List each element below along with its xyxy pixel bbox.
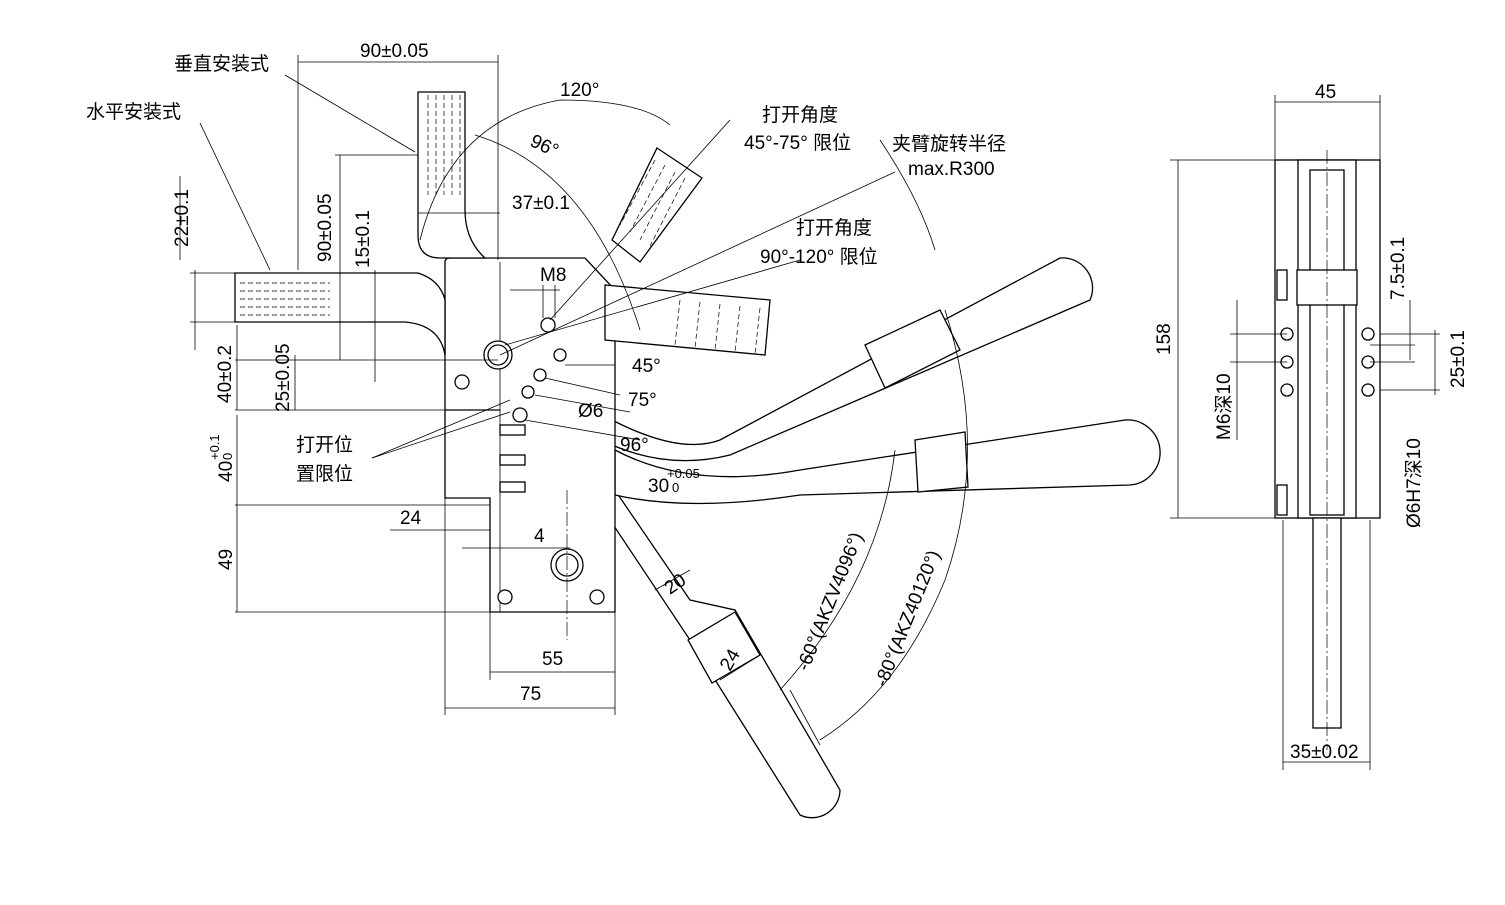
dim-25-005: 25±0.05 xyxy=(273,343,294,412)
dim-90-vert: 90±0.05 xyxy=(315,193,336,262)
label-horizontal-mount: 水平安装式 xyxy=(86,101,181,123)
dim-30-tol-lower: 0 xyxy=(672,480,679,495)
dim-phi6: Ø6 xyxy=(578,401,603,422)
dim-30-main: 30 xyxy=(648,476,669,497)
label-vertical-mount: 垂直安装式 xyxy=(174,53,269,75)
dim-75: 75 xyxy=(520,684,541,705)
dim-40-tol-upper: +0.1 xyxy=(207,434,222,460)
upper-arm xyxy=(611,257,1094,462)
dim-96deg: 96° xyxy=(620,435,649,456)
dim-55: 55 xyxy=(542,649,563,670)
handle-45deg xyxy=(611,147,703,263)
dim-45deg: 45° xyxy=(632,356,661,377)
label-open-position-1: 打开位 xyxy=(296,434,353,456)
side-dimension-lines xyxy=(1170,95,1440,770)
dim-4: 4 xyxy=(534,526,545,547)
label-arm-radius-title: 夹臂旋转半径 xyxy=(892,133,1006,155)
dim-40-main: 40 xyxy=(216,461,237,482)
dim-60-akzv: -60°(AKZV4096°) xyxy=(793,530,868,674)
dim-90-top: 90±0.05 xyxy=(360,41,429,62)
label-open-angle-2-value: 90°-120° 限位 xyxy=(760,246,878,268)
dim-75deg: 75° xyxy=(628,390,657,411)
dim-24-h: 24 xyxy=(400,508,422,529)
label-open-angle-1-title: 打开角度 xyxy=(762,104,838,126)
label-arm-radius-value: max.R300 xyxy=(908,159,995,180)
side-dim-7-5: 7.5±0.1 xyxy=(1388,237,1409,300)
dim-37: 37±0.1 xyxy=(512,193,570,214)
vertical-handle xyxy=(417,91,487,259)
dim-96-arc: 96° xyxy=(527,131,562,162)
dim-30-tol-upper: +0.05 xyxy=(667,466,700,481)
dim-m8: M8 xyxy=(540,265,566,286)
label-open-position-2: 置限位 xyxy=(296,463,353,485)
dim-40-02: 40±0.2 xyxy=(215,345,236,403)
side-dim-phi6h7: Ø6H7深10 xyxy=(1403,438,1425,528)
handle-96deg xyxy=(604,284,771,356)
side-dim-45: 45 xyxy=(1315,82,1336,103)
side-dim-m6: M6深10 xyxy=(1213,373,1235,440)
dim-80-akz: -80°(AKZ40120°) xyxy=(871,547,945,689)
dim-120deg: 120° xyxy=(560,80,599,101)
side-view-body xyxy=(1274,150,1381,750)
front-dimension-lines xyxy=(179,55,968,741)
dim-40-tol-lower: 0 xyxy=(220,453,235,460)
middle-arm xyxy=(614,419,1161,505)
side-dim-25: 25±0.1 xyxy=(1448,330,1469,388)
dim-49: 49 xyxy=(216,549,237,570)
side-dim-35: 35±0.02 xyxy=(1290,742,1359,763)
clamp-body xyxy=(444,257,616,613)
label-open-angle-2-title: 打开角度 xyxy=(796,217,872,239)
label-open-angle-1-value: 45°-75° 限位 xyxy=(744,132,851,154)
dim-22: 22±0.1 xyxy=(172,189,193,247)
side-dim-158: 158 xyxy=(1154,323,1175,355)
dim-15: 15±0.1 xyxy=(353,210,374,268)
lower-arm xyxy=(607,477,841,819)
